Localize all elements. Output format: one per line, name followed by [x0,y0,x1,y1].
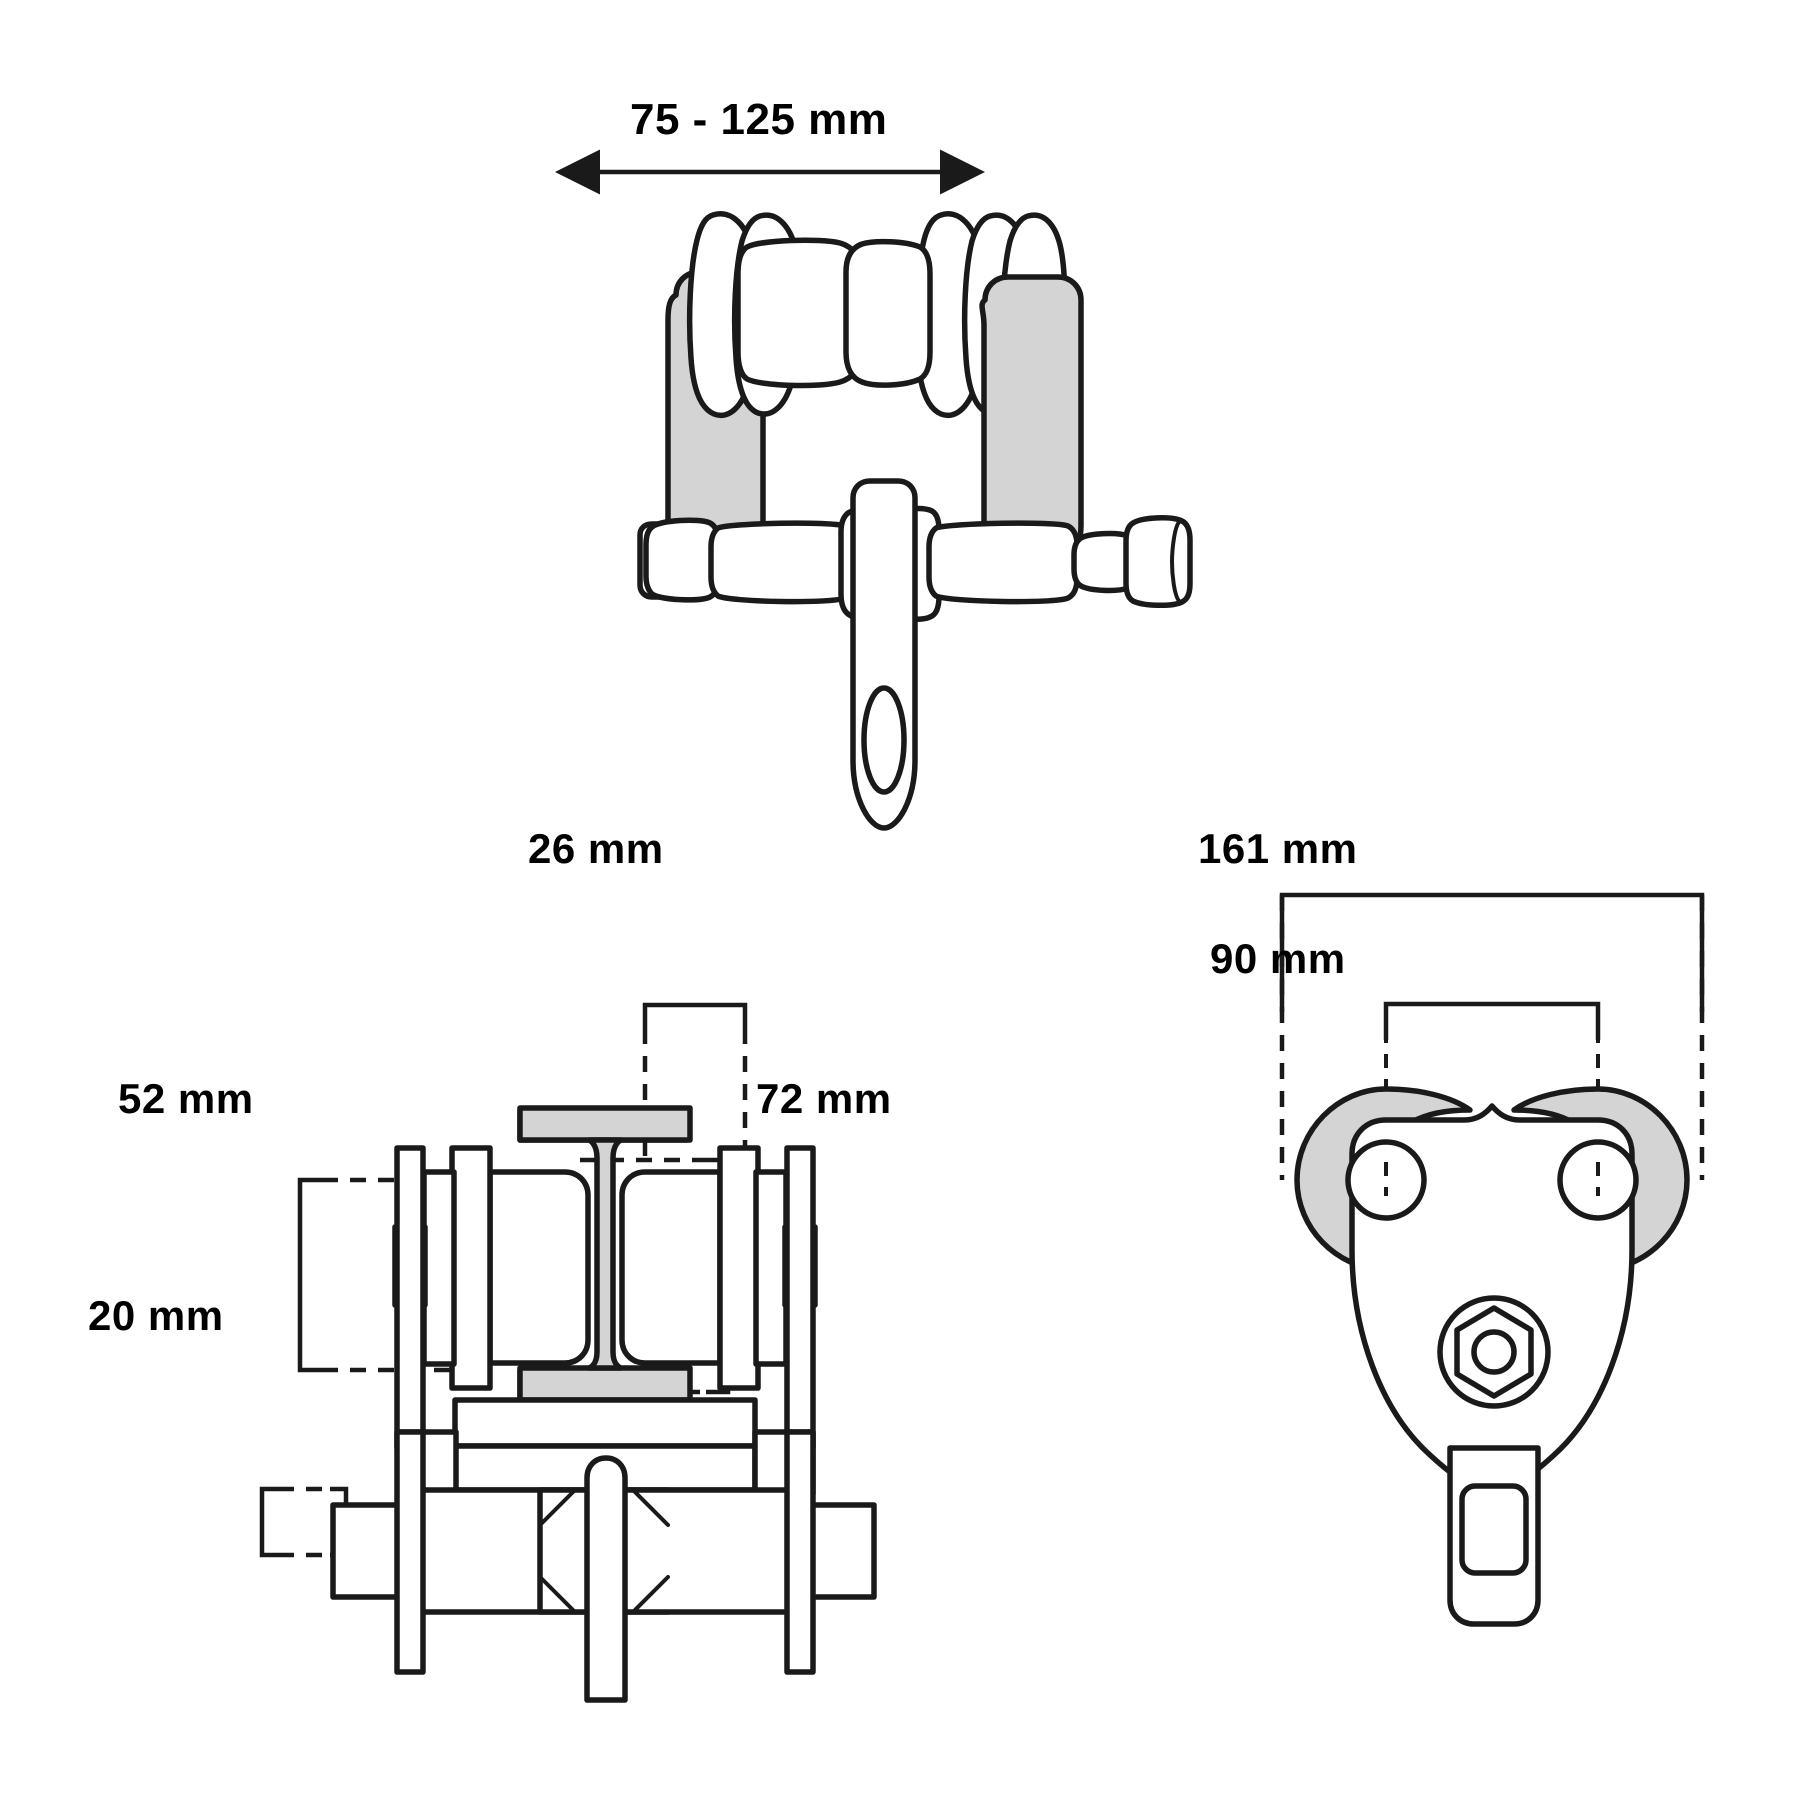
cross-bar-upper [452,1397,758,1449]
dimension-label-wheel-centre-span: 90 mm [1210,935,1346,982]
wheel-right-flange [753,1169,789,1367]
wheel-right-tread [843,238,933,388]
side-section-view [259,1002,877,1703]
dimension-161mm [1279,892,1705,1180]
lower-axle [330,1429,877,1675]
perspective-assembly-view [555,149,1193,831]
dimension-label-web-gap: 26 mm [528,825,664,872]
i-beam-web [586,1137,624,1371]
dimension-26mm [642,1002,748,1160]
axle-end-right [803,1502,877,1600]
plate-right-lower [784,1429,816,1675]
i-beam-flanges [517,1105,693,1403]
dimension-label-beam-range: 75 - 125 mm [630,95,888,144]
cross-bar [395,1397,816,1497]
wheel-right-rim [717,1145,761,1391]
dimension-label-span-right: 72 mm [756,1075,892,1122]
nut-block-right [537,1487,813,1615]
hanger-plate [850,478,918,831]
hanger-shank-section [584,1455,628,1703]
wheel-left-tread [735,237,863,389]
front-elevation-view [1279,892,1705,1627]
wheel-left-flange [421,1169,457,1367]
wheel-left-rim [449,1145,493,1391]
front-hook-eye [1459,1483,1529,1576]
front-axle-hole-left [1345,1139,1427,1221]
suspension-eye-hole [861,685,907,795]
hex-bolt-head [1437,1295,1551,1409]
dimension-label-overall-width: 161 mm [1198,825,1358,872]
front-axle-hole-right [1557,1139,1639,1221]
wheel-group-right [619,1145,818,1451]
side-plate-right-sec [784,1145,816,1451]
front-hook-shank [1447,1445,1541,1627]
plate-left-lower [394,1429,426,1675]
axle-end-left [330,1502,404,1600]
dimension-label-axle-extension: 20 mm [88,1292,224,1339]
dimension-label-span-left: 52 mm [118,1075,254,1122]
side-plate-left-sec [394,1145,426,1451]
i-beam-bottom-flange [517,1365,693,1403]
wheel-group-left [392,1145,591,1451]
i-beam-top-flange [517,1105,693,1143]
